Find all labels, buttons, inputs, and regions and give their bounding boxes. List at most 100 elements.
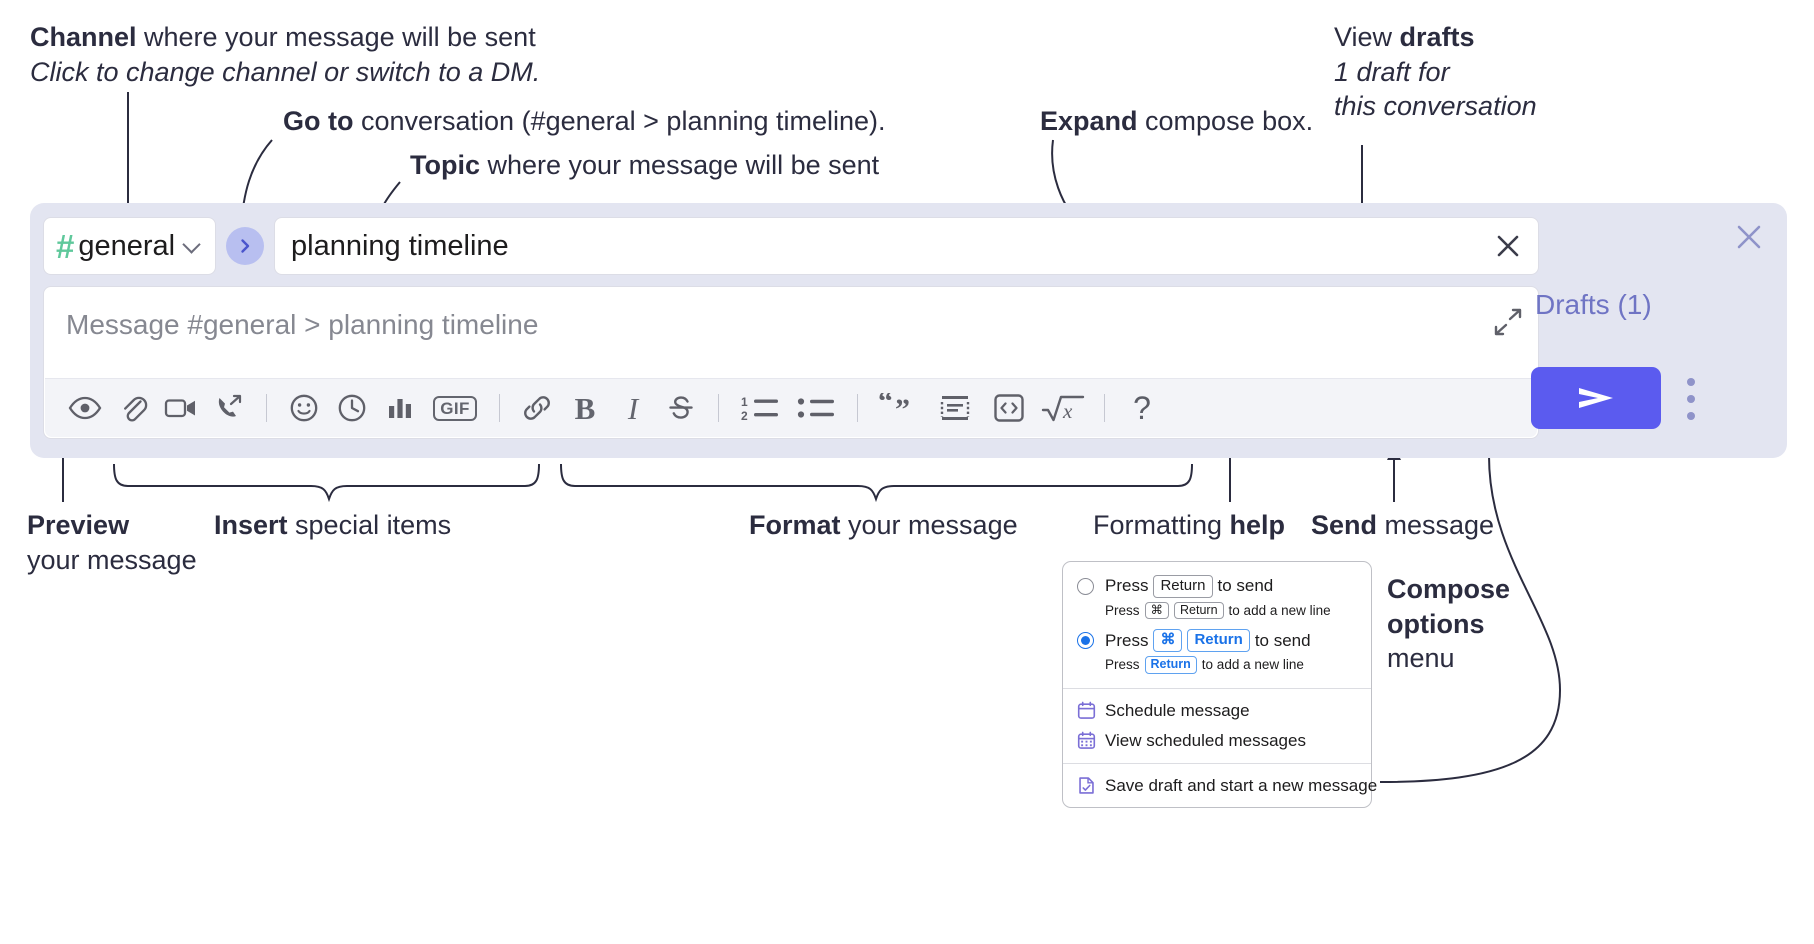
svg-text:2: 2 [741, 409, 748, 422]
emoji-icon[interactable] [280, 386, 328, 430]
bold-icon[interactable]: B [561, 386, 609, 430]
code-block-icon[interactable] [927, 386, 983, 430]
drafts-link[interactable]: Drafts (1) [1535, 289, 1652, 320]
annotation-compose-line3: menu [1387, 643, 1455, 674]
toolbar-divider [499, 394, 500, 422]
menu-item-label: Save draft and start a new message [1105, 775, 1378, 795]
chevron-down-icon [183, 236, 203, 256]
poll-icon[interactable] [376, 386, 424, 430]
sub-suffix-label: to add a new line [1201, 657, 1304, 673]
annotation-help-rest: Formatting [1093, 510, 1230, 540]
annotation-channel-rest: where your message will be sent [136, 22, 536, 52]
annotation-drafts-italic-2: this conversation [1334, 91, 1537, 122]
annotation-compose-line1: Compose [1387, 574, 1511, 604]
expand-icon[interactable] [1493, 307, 1523, 337]
keycap-return: Return [1174, 601, 1224, 620]
radio-icon-selected[interactable] [1077, 632, 1094, 650]
compose-main-column: # general planning timeline M [43, 217, 1539, 439]
radio-option-text: Press ⌘ Return to send [1105, 629, 1311, 653]
help-label: ? [1133, 390, 1151, 426]
svg-text:1: 1 [741, 395, 748, 409]
menu-radio-subtext: Press Return to add a new line [1063, 655, 1371, 681]
channel-selector[interactable]: # general [43, 217, 216, 275]
close-icon[interactable] [1733, 221, 1765, 253]
send-icon [1579, 388, 1613, 408]
annotation-preview-bold: Preview [27, 510, 130, 540]
annotation-channel: Channel where your message will be sent … [30, 20, 540, 89]
menu-item-view-scheduled[interactable]: View scheduled messages [1063, 726, 1371, 756]
annotation-help-bold: help [1229, 510, 1286, 540]
italic-label: I [627, 390, 639, 426]
compose-options-menu-button[interactable] [1687, 378, 1695, 422]
math-icon[interactable]: x [1035, 386, 1091, 430]
suffix-label: to send [1254, 630, 1311, 650]
annotation-drafts-rest: View [1334, 22, 1400, 52]
annotation-send: Send message [1311, 508, 1494, 543]
video-icon[interactable] [157, 386, 205, 430]
blockquote-icon[interactable]: “ ” [871, 386, 927, 430]
keycap-command: ⌘ [1153, 629, 1183, 653]
menu-item-schedule-message[interactable]: Schedule message [1063, 696, 1371, 726]
sub-suffix-label: to add a new line [1228, 603, 1331, 619]
kebab-dot [1687, 412, 1695, 420]
keycap-return: Return [1144, 656, 1197, 674]
inline-code-icon[interactable] [983, 386, 1035, 430]
annotation-insert: Insert special items [214, 508, 451, 543]
toolbar-divider [857, 394, 858, 422]
press-label: Press [1105, 576, 1149, 596]
topic-value: planning timeline [291, 229, 509, 262]
annotation-goto-bold: Go to [283, 106, 354, 136]
attachment-icon[interactable] [109, 386, 157, 430]
audio-clip-icon[interactable] [205, 386, 253, 430]
annotation-compose-options: Compose options menu [1387, 572, 1577, 676]
annotation-format-bold: Format [749, 510, 841, 540]
annotation-channel-bold: Channel [30, 22, 137, 52]
topic-input[interactable]: planning timeline [274, 217, 1539, 275]
strikethrough-icon[interactable] [657, 386, 705, 430]
formatting-toolbar: GIF B I [45, 378, 1537, 437]
annotation-expand-rest: compose box. [1137, 106, 1314, 136]
compose-header-row: # general planning timeline [43, 217, 1539, 275]
keycap-return: Return [1187, 629, 1250, 653]
hash-icon: # [56, 227, 75, 265]
goto-conversation-button[interactable] [226, 227, 264, 265]
calendar-clock-icon [1077, 701, 1096, 720]
send-button[interactable] [1531, 367, 1661, 429]
link-icon[interactable] [513, 386, 561, 430]
message-input-box[interactable]: Message #general > planning timeline [43, 286, 1539, 439]
channel-name: general [78, 229, 176, 262]
calendar-grid-icon [1077, 731, 1096, 750]
bold-label: B [574, 390, 596, 426]
radio-option-text: Press Return to send [1105, 575, 1273, 598]
ordered-list-icon[interactable]: 1 2 [732, 386, 788, 430]
chevron-right-icon [241, 239, 250, 253]
menu-radio-option[interactable]: Press ⌘ Return to send [1063, 626, 1371, 655]
annotation-channel-italic: Click to change channel or switch to a D… [30, 56, 541, 87]
suffix-label: to send [1217, 576, 1274, 596]
radio-icon[interactable] [1077, 577, 1094, 595]
gif-icon[interactable]: GIF [424, 386, 486, 430]
toolbar-divider [718, 394, 719, 422]
compose-options-menu: Press Return to send Press ⌘ Return to a… [1062, 561, 1377, 808]
close-icon[interactable] [1492, 230, 1524, 262]
bulleted-list-icon[interactable] [788, 386, 844, 430]
annotation-drafts-italic-1: 1 draft for [1334, 56, 1450, 87]
kebab-dot [1687, 378, 1695, 386]
annotation-insert-rest: special items [287, 510, 452, 540]
help-icon[interactable]: ? [1118, 386, 1166, 430]
svg-text:”: ” [895, 393, 910, 423]
clock-icon[interactable] [328, 386, 376, 430]
sub-press-label: Press [1105, 657, 1140, 673]
italic-icon[interactable]: I [609, 386, 657, 430]
preview-icon[interactable] [61, 386, 109, 430]
toolbar-divider [266, 394, 267, 422]
annotation-drafts: View drafts 1 draft for this conversatio… [1334, 20, 1537, 124]
compose-right-pane: Drafts (1) [1509, 203, 1787, 458]
menu-item-save-draft[interactable]: Save draft and start a new message [1063, 771, 1377, 801]
annotation-format-rest: your message [840, 510, 1018, 540]
gif-label: GIF [433, 395, 477, 421]
save-draft-icon [1079, 777, 1094, 794]
menu-radio-option[interactable]: Press Return to send [1063, 572, 1371, 601]
